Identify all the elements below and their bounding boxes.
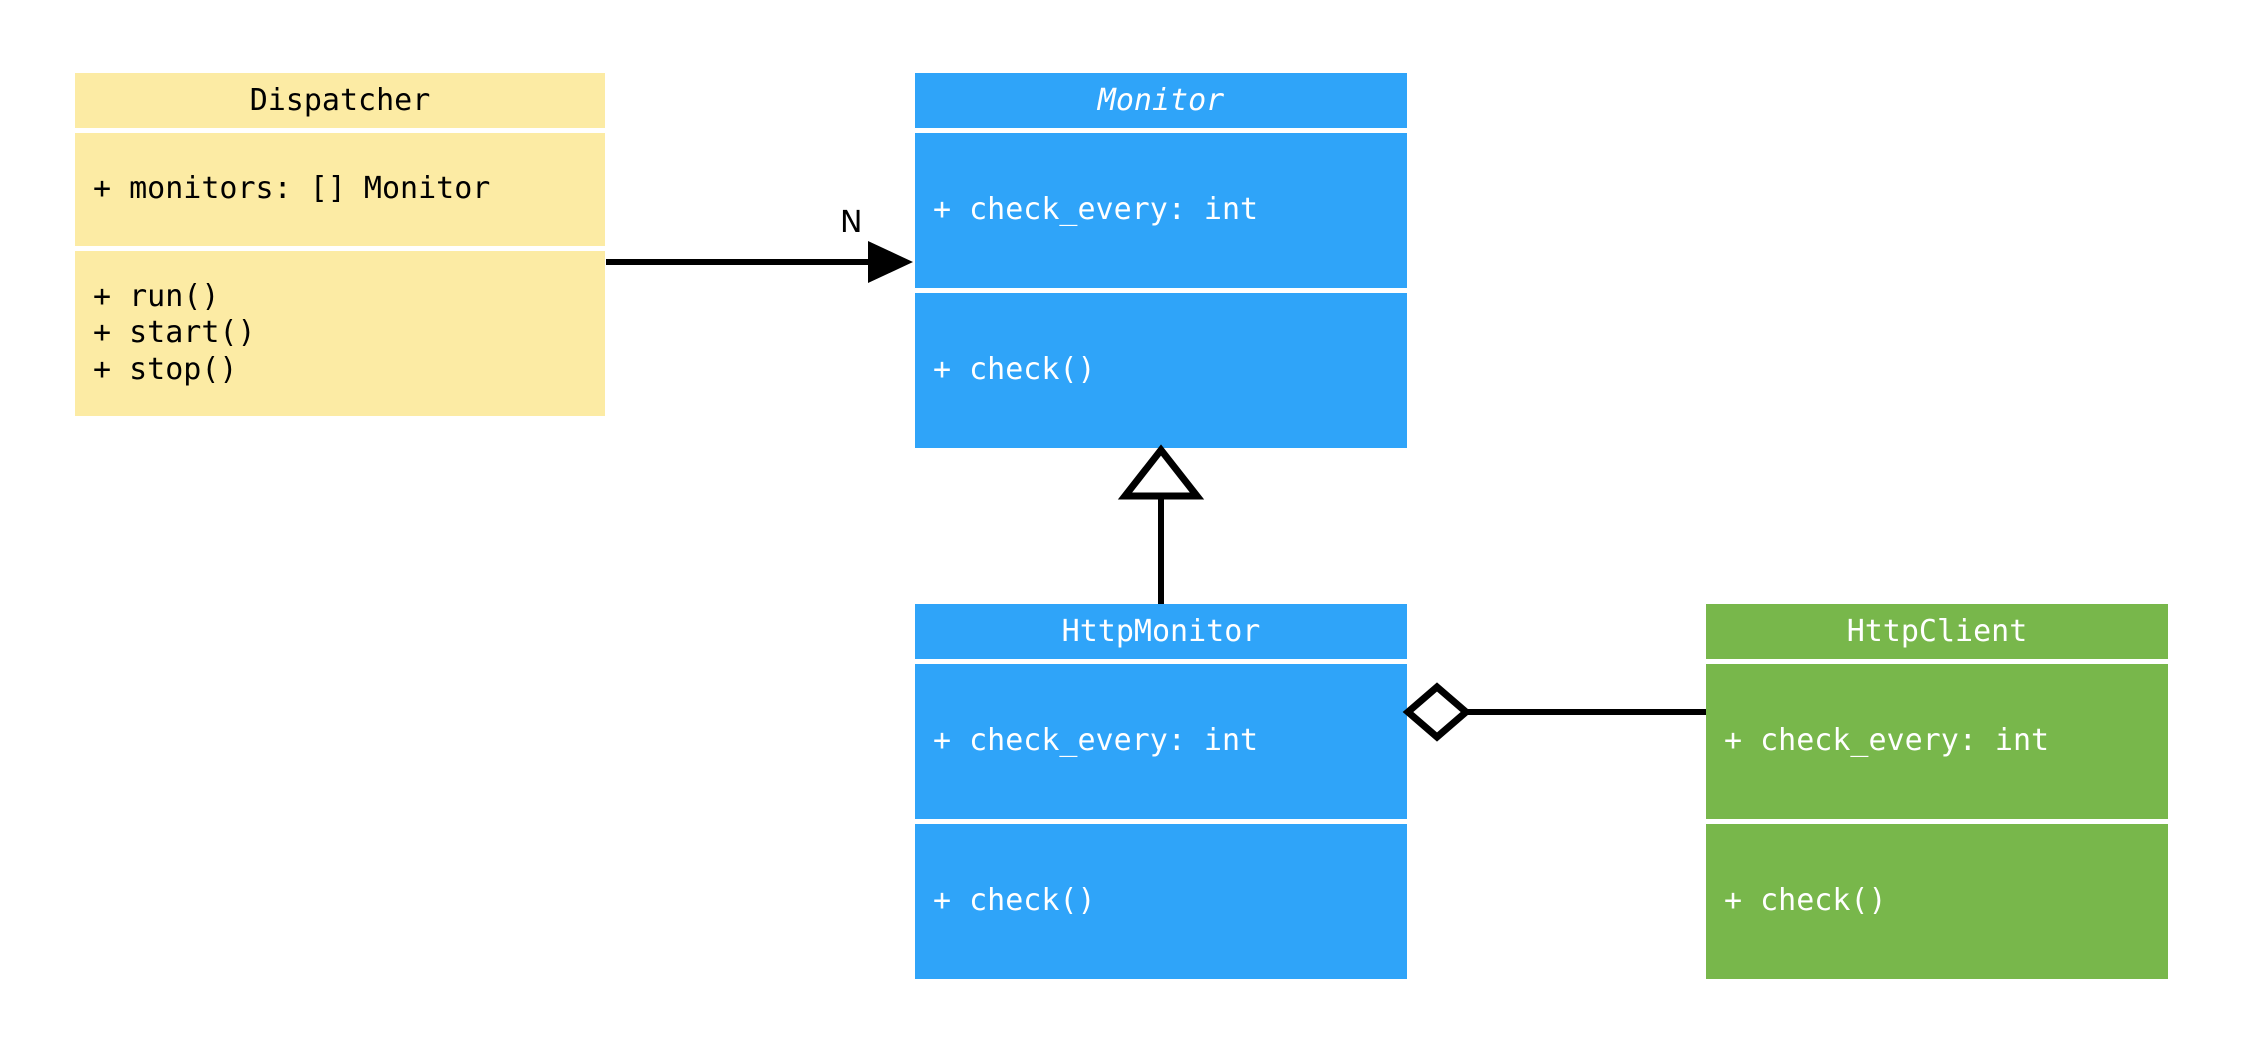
class-title-httpmonitor: HttpMonitor: [915, 604, 1407, 659]
method-row: + run(): [93, 278, 220, 314]
class-name-text: HttpMonitor: [1061, 614, 1261, 649]
class-name-text: HttpClient: [1846, 614, 2028, 649]
class-box-httpclient[interactable]: HttpClient + check_every: int + check(): [1706, 604, 2168, 979]
method-row: + stop(): [93, 351, 238, 387]
class-attributes-httpmonitor: + check_every: int: [915, 664, 1407, 819]
class-name-text: Dispatcher: [249, 83, 431, 118]
class-title-monitor: Monitor: [915, 73, 1407, 128]
hollow-triangle-icon: [1117, 444, 1205, 500]
class-attributes-monitor: + check_every: int: [915, 133, 1407, 288]
method-row: + start(): [93, 315, 256, 351]
class-title-httpclient: HttpClient: [1706, 604, 2168, 659]
hollow-diamond-icon: [1402, 682, 1472, 742]
relationship-httpmonitor-to-httpclient[interactable]: [1402, 682, 1706, 742]
class-methods-monitor: + check(): [915, 293, 1407, 448]
attribute-row: + monitors: [] Monitor: [93, 171, 491, 207]
method-row: + check(): [933, 352, 1096, 388]
class-name-text: Monitor: [1097, 83, 1225, 118]
attribute-row: + check_every: int: [933, 723, 1259, 759]
filled-arrowhead-icon: [868, 241, 913, 283]
class-attributes-dispatcher: + monitors: [] Monitor: [75, 133, 605, 246]
class-box-httpmonitor[interactable]: HttpMonitor + check_every: int + check(): [915, 604, 1407, 979]
method-row: + check(): [933, 883, 1096, 919]
method-row: + check(): [1724, 883, 1887, 919]
class-methods-dispatcher: + run() + start() + stop(): [75, 251, 605, 416]
class-box-dispatcher[interactable]: Dispatcher + monitors: [] Monitor + run(…: [75, 73, 605, 416]
class-title-dispatcher: Dispatcher: [75, 73, 605, 128]
attribute-row: + check_every: int: [1724, 723, 2050, 759]
class-attributes-httpclient: + check_every: int: [1706, 664, 2168, 819]
attribute-row: + check_every: int: [933, 192, 1259, 228]
class-methods-httpclient: + check(): [1706, 824, 2168, 979]
relationship-httpmonitor-to-monitor[interactable]: [1117, 444, 1205, 604]
edge-label-multiplicity-n: N: [840, 205, 863, 240]
class-box-monitor[interactable]: Monitor + check_every: int + check(): [915, 73, 1407, 448]
relationship-dispatcher-to-monitor[interactable]: [606, 241, 913, 283]
class-methods-httpmonitor: + check(): [915, 824, 1407, 979]
